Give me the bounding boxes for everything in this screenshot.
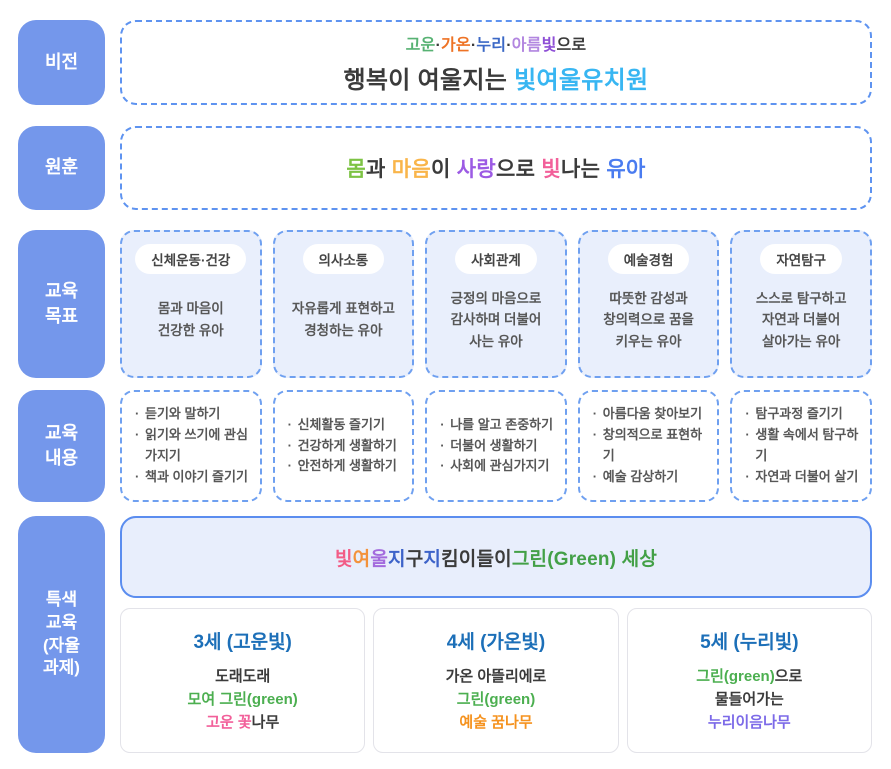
content-list: 아름다움 찾아보기 창의적으로 표현하기 예술 감상하기: [592, 404, 710, 487]
age-card-line: 고운 꽃나무: [206, 714, 280, 732]
content-list: 듣기와 말하기 읽기와 쓰기에 관심가지기 책과 이야기 즐기기: [134, 404, 252, 487]
goal-cards: 신체운동·건강 몸과 마음이 건강한 유아 의사소통 자유롭게 표현하고 경청하…: [120, 230, 872, 378]
goal-card: 신체운동·건강 몸과 마음이 건강한 유아: [120, 230, 262, 378]
content-list: 탐구과정 즐기기 생활 속에서 탐구하기 자연과 더불어 살기: [744, 404, 862, 487]
age-card-4yr: 4세 (가온빛) 가온 아뜰리에로 그린(green) 예술 꿈나무: [373, 608, 619, 753]
content-item: 창의적으로 표현하기: [592, 425, 710, 467]
content-item: 더불어 생활하기: [439, 436, 557, 457]
age-card-line: 누리이음나무: [707, 714, 791, 732]
content-item: 읽기와 쓰기에 관심가지기: [134, 425, 252, 467]
contents-row: 교육 내용 듣기와 말하기 읽기와 쓰기에 관심가지기 책과 이야기 즐기기 신…: [18, 390, 872, 502]
vision-row-label: 비전: [18, 20, 105, 105]
goals-row-label: 교육 목표: [18, 230, 105, 378]
content-list: 신체활동 즐기기 건강하게 생활하기 안전하게 생활하기: [287, 415, 405, 477]
content-card: 탐구과정 즐기기 생활 속에서 탐구하기 자연과 더불어 살기: [730, 390, 872, 502]
goal-body: 자유롭게 표현하고 경청하는 유아: [291, 301, 395, 338]
vision-subtitle: 고운·가온·누리·아름빛으로: [405, 36, 587, 54]
age-card-title: 4세 (가온빛): [446, 631, 546, 653]
age-card-line: 물들어가는: [714, 690, 784, 708]
age-card-line: 도래도래: [215, 667, 271, 685]
content-item: 탐구과정 즐기기: [744, 404, 862, 425]
content-card: 아름다움 찾아보기 창의적으로 표현하기 예술 감상하기: [577, 390, 720, 502]
age-card-title: 3세 (고운빛): [193, 631, 292, 653]
goal-body: 따뜻한 감성과 창의력으로 꿈을 키우는 유아: [603, 290, 694, 349]
age-card-line: 모여 그린(green): [187, 690, 298, 708]
goal-body: 몸과 마음이 건강한 유아: [157, 301, 224, 338]
special-row-label: 특색 교육 (자율 과제): [18, 516, 105, 753]
content-item: 책과 이야기 즐기기: [134, 467, 252, 488]
content-item: 아름다움 찾아보기: [592, 404, 710, 425]
goal-card: 자연탐구 스스로 탐구하고 자연과 더불어 살아가는 유아: [730, 230, 872, 378]
goal-badge: 사회관계: [455, 244, 537, 274]
goal-badge: 신체운동·건강: [135, 244, 247, 274]
content-item: 사회에 관심가지기: [439, 456, 557, 477]
age-card-line: 가온 아뜰리에로: [445, 667, 547, 685]
motto-text: 몸과 마음이 사랑으로 빛나는 유아: [346, 158, 646, 181]
goal-badge: 자연탐구: [760, 244, 843, 274]
content-item: 자연과 더불어 살기: [744, 467, 862, 488]
content-item: 예술 감상하기: [592, 467, 710, 488]
content-cards: 듣기와 말하기 읽기와 쓰기에 관심가지기 책과 이야기 즐기기 신체활동 즐기…: [120, 390, 872, 502]
goals-row: 교육 목표 신체운동·건강 몸과 마음이 건강한 유아 의사소통 자유롭게 표현…: [18, 230, 872, 378]
goal-card: 예술경험 따뜻한 감성과 창의력으로 꿈을 키우는 유아: [577, 230, 720, 378]
content-item: 나를 알고 존중하기: [439, 415, 557, 436]
age-card-line: 예술 꿈나무: [459, 714, 533, 732]
content-item: 신체활동 즐기기: [287, 415, 405, 436]
content-item: 생활 속에서 탐구하기: [744, 425, 862, 467]
motto-box: 몸과 마음이 사랑으로 빛나는 유아: [120, 126, 872, 210]
vision-row: 비전 고운·가온·누리·아름빛으로 행복이 여울지는 빛여울유치원: [18, 20, 872, 105]
goal-body: 스스로 탐구하고 자연과 더불어 살아가는 유아: [755, 290, 847, 349]
motto-row: 원훈 몸과 마음이 사랑으로 빛나는 유아: [18, 126, 872, 210]
content-card: 듣기와 말하기 읽기와 쓰기에 관심가지기 책과 이야기 즐기기: [120, 390, 262, 502]
age-card-5yr: 5세 (누리빛) 그린(green)으로 물들어가는 누리이음나무: [626, 608, 872, 753]
content-item: 건강하게 생활하기: [287, 436, 405, 457]
goal-card: 사회관계 긍정의 마음으로 감사하며 더불어 사는 유아: [425, 230, 567, 378]
vision-box: 고운·가온·누리·아름빛으로 행복이 여울지는 빛여울유치원: [120, 20, 872, 105]
age-card-3yr: 3세 (고운빛) 도래도래 모여 그린(green) 고운 꽃나무: [120, 608, 366, 753]
content-card: 신체활동 즐기기 건강하게 생활하기 안전하게 생활하기: [272, 390, 415, 502]
age-card-line: 그린(green): [456, 690, 536, 708]
age-card-title: 5세 (누리빛): [700, 631, 799, 653]
age-cards: 3세 (고운빛) 도래도래 모여 그린(green) 고운 꽃나무 4세 (가온…: [120, 608, 872, 753]
age-card-line: 그린(green)으로: [696, 667, 803, 685]
goal-badge: 의사소통: [302, 244, 385, 274]
motto-row-label: 원훈: [18, 126, 105, 210]
goal-body: 긍정의 마음으로 감사하며 더불어 사는 유아: [450, 290, 542, 349]
vision-title: 행복이 여울지는 빛여울유치원: [343, 66, 649, 94]
content-list: 나를 알고 존중하기 더불어 생활하기 사회에 관심가지기: [439, 415, 557, 477]
content-card: 나를 알고 존중하기 더불어 생활하기 사회에 관심가지기: [425, 390, 567, 502]
content-item: 듣기와 말하기: [134, 404, 252, 425]
contents-row-label: 교육 내용: [18, 390, 105, 502]
goal-card: 의사소통 자유롭게 표현하고 경청하는 유아: [272, 230, 415, 378]
goal-badge: 예술경험: [607, 244, 690, 274]
content-item: 안전하게 생활하기: [287, 456, 405, 477]
